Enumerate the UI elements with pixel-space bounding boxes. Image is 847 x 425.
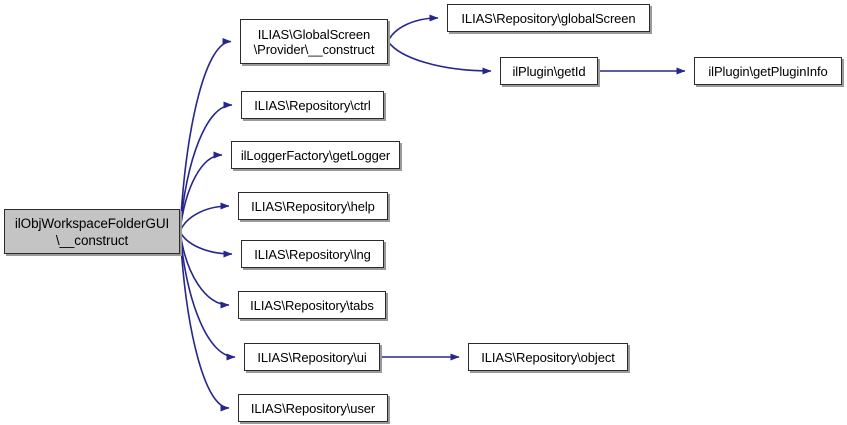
graph-edge-root-to-repository_help: [179, 202, 230, 232]
graph-node-illoggerfactory_getlogger[interactable]: ilLoggerFactory\getLogger: [231, 141, 400, 169]
graph-node-repository_user[interactable]: ILIAS\Repository\user: [238, 394, 388, 422]
graph-edge-root-to-globalscreen_provider_construct: [179, 38, 232, 232]
graph-edge-globalscreen_provider_construct-to-repository_globalscreen: [387, 14, 439, 42]
graph-node-repository_ui[interactable]: ILIAS\Repository\ui: [244, 343, 380, 371]
graph-node-repository_lng[interactable]: ILIAS\Repository\lng: [241, 240, 384, 268]
graph-node-globalscreen_provider_construct[interactable]: ILIAS\GlobalScreen \Provider\__construct: [240, 19, 388, 64]
graph-edge-root-to-repository_lng: [179, 231, 233, 258]
graph-node-ilplugin_getplugininfo[interactable]: ilPlugin\getPluginInfo: [694, 57, 842, 85]
graph-node-repository_object[interactable]: ILIAS\Repository\object: [468, 343, 628, 371]
graph-node-repository_help[interactable]: ILIAS\Repository\help: [238, 192, 388, 220]
graph-edge-root-to-repository_tabs: [179, 231, 230, 309]
graph-edge-root-to-repository_user: [179, 231, 230, 412]
graph-node-root[interactable]: ilObjWorkspaceFolderGUI \__construct: [4, 209, 180, 254]
graph-node-ilplugin_getid[interactable]: ilPlugin\getId: [500, 57, 598, 85]
graph-edge-root-to-repository_ctrl: [179, 101, 233, 232]
graph-node-repository_tabs[interactable]: ILIAS\Repository\tabs: [238, 291, 386, 319]
graph-node-repository_globalscreen[interactable]: ILIAS\Repository\globalScreen: [447, 4, 650, 32]
edge-paths: [179, 14, 686, 412]
graph-edge-root-to-illoggerfactory_getlogger: [179, 151, 223, 232]
graph-node-repository_ctrl[interactable]: ILIAS\Repository\ctrl: [241, 91, 384, 119]
graph-edge-globalscreen_provider_construct-to-ilplugin_getid: [387, 41, 492, 75]
graph-edge-root-to-repository_ui: [179, 231, 236, 361]
